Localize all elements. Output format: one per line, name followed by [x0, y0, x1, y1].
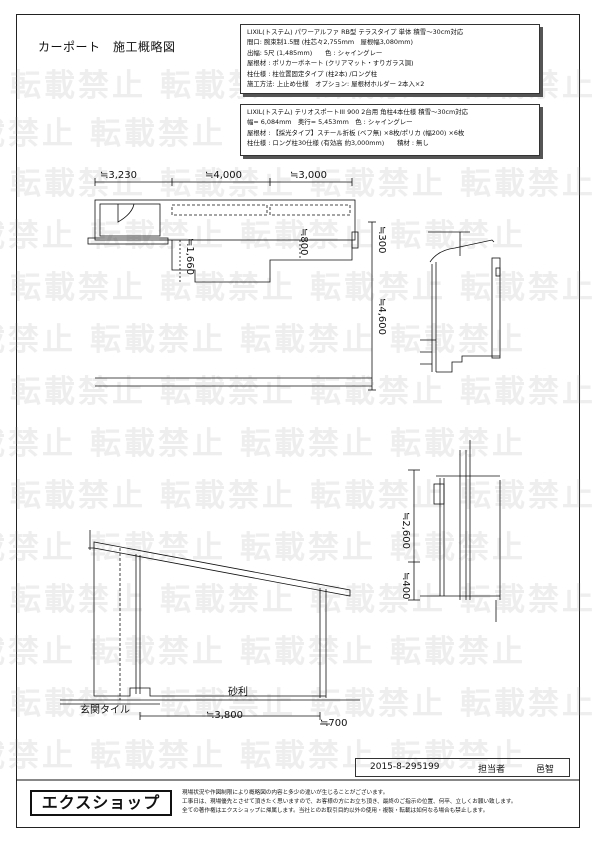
spec-line: 間口: 腕束制1.5間 (柱芯々2,755mm 屋根幅3,080mm) — [247, 38, 413, 47]
entrance-tile-label: 玄関タイル — [80, 705, 130, 716]
dim-depth-4600: ≒4,600 — [376, 298, 387, 336]
dim-height-2600: ≒2,600 — [400, 512, 411, 550]
drawing-title: カーポート 施工概略図 — [38, 40, 176, 54]
dim-depth-1660: ≒1,660 — [184, 238, 195, 276]
dim-width-3230: ≒3,230 — [100, 170, 138, 181]
dim-width-3800: ≒3,800 — [206, 710, 244, 721]
person-label: 担当者 — [478, 765, 506, 775]
spec-line: 出幅: 5尺 (1,485mm) 色 : シャイングレー — [247, 48, 383, 57]
gravel-label: 砂利 — [228, 687, 248, 698]
dim-depth-800: ≒800 — [298, 228, 309, 256]
spec-line: LIXIL(トステム) パワーアルファ RB型 テラスタイプ 単体 積雪～30c… — [247, 28, 464, 36]
side-view-upper — [420, 231, 501, 373]
spec-box-carport: LIXIL(トステム) テリオスポートIII 900 2台用 角柱4本仕様 積雪… — [240, 104, 540, 156]
dim-depth-300: ≒300 — [376, 226, 387, 254]
note-line: 工事日は、現場優先とさせて頂きたく思いますので、お客様の方にお立ち頂き、最終のご… — [182, 799, 517, 805]
note-line: 現場状況や作図制限により概略図の内容と多少の違いが生じることがございます。 — [182, 790, 389, 796]
dim-width-4000: ≒4,000 — [205, 170, 243, 181]
spec-line: 幅= 6,084mm 奥行= 5,453mm 色 : シャイングレー — [247, 118, 413, 127]
dim-height-400: ≒400 — [400, 572, 411, 600]
disclaimer-notes: 現場状況や作図制限により概略図の内容と多少の違いが生じることがございます。 工事… — [182, 789, 516, 816]
drawing-number: 2015-8-295199 — [370, 762, 440, 772]
spec-box-terrace: LIXIL(トステム) パワーアルファ RB型 テラスタイプ 単体 積雪～30c… — [240, 24, 540, 94]
plan-view — [87, 178, 376, 391]
side-view-lower — [408, 440, 501, 622]
spec-line: 柱仕様 : 柱位置固定タイプ (柱2本) /ロング柱 — [247, 69, 378, 78]
dim-width-700: ≒700 — [320, 718, 348, 729]
spec-line: 屋根材 : 【採光タイプ】スチール折板 (ベフ無) ×8枚/ポリカ (幅200)… — [247, 128, 465, 137]
spec-line: 柱仕様 : ロング柱30仕様 (有効高 約3,000mm) 積材 : 無し — [247, 139, 429, 148]
person-name: 邑智 — [536, 765, 555, 775]
exshop-logo: エクスショップ — [30, 790, 172, 816]
dim-width-3000: ≒3,000 — [290, 170, 328, 181]
drawing-frame — [16, 14, 580, 828]
front-elevation — [60, 530, 360, 725]
spec-line: LIXIL(トステム) テリオスポートIII 900 2台用 角柱4本仕様 積雪… — [247, 108, 469, 116]
spec-line: 施工方法: 上止め仕様 オプション: 屋根材ホルダー 2本入×2 — [247, 80, 425, 89]
spec-line: 屋根材 : ポリカーボネート (クリアマット・すりガラス調) — [247, 59, 414, 68]
note-line: 全ての著作権はエクスショップに帰属します。当社とのお取引目的以外の使用・複製・転… — [182, 808, 489, 814]
title-block: 2015-8-295199 担当者 邑智 — [355, 758, 570, 777]
